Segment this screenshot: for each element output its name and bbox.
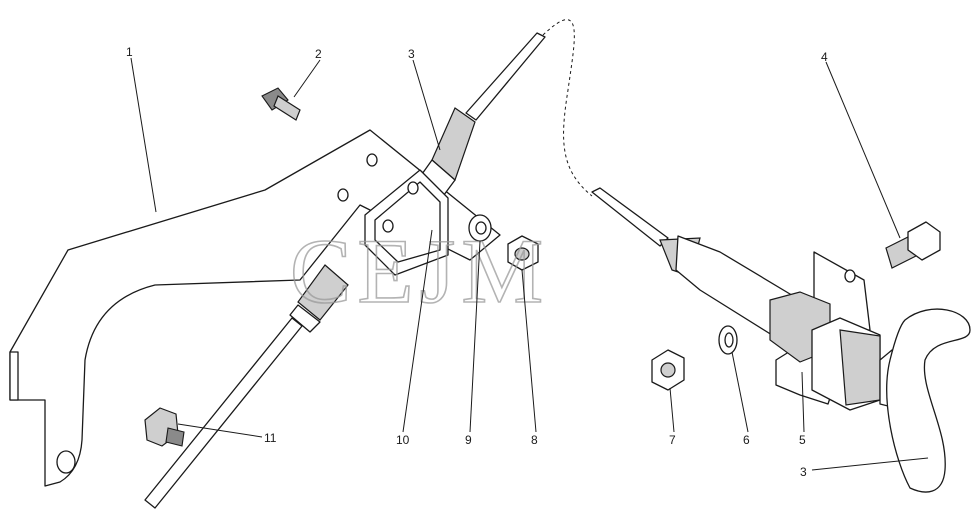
clamp-hole bbox=[407, 181, 419, 195]
callout-7: 7 bbox=[669, 433, 676, 447]
bolt-2 bbox=[261, 87, 301, 121]
cable-handle-assembly bbox=[591, 187, 971, 493]
callout-3-lower: 3 bbox=[800, 465, 807, 479]
callout-4: 4 bbox=[821, 50, 828, 64]
nut-7 bbox=[651, 349, 685, 391]
nut-8 bbox=[507, 235, 539, 271]
callout-6: 6 bbox=[743, 433, 750, 447]
clamp-hole bbox=[382, 219, 394, 233]
callout-8: 8 bbox=[531, 433, 538, 447]
callout-10: 10 bbox=[396, 433, 410, 447]
callout-labels: 1 2 3 4 10 9 8 11 7 6 5 3 bbox=[126, 45, 828, 479]
lock-washer-9 bbox=[468, 214, 492, 242]
lock-washer-6 bbox=[718, 325, 738, 355]
control-cable-lower bbox=[144, 264, 349, 509]
bracket-hole bbox=[366, 153, 378, 167]
callout-3-upper: 3 bbox=[408, 47, 415, 61]
leader-lines bbox=[130, 57, 929, 471]
callout-9: 9 bbox=[465, 433, 472, 447]
bolt-4 bbox=[885, 221, 941, 269]
callout-1: 1 bbox=[126, 45, 133, 59]
handle-lever bbox=[886, 308, 971, 493]
mounting-bracket bbox=[9, 129, 501, 487]
callout-2: 2 bbox=[315, 47, 322, 61]
watermark: СЕЈМ bbox=[290, 220, 549, 322]
bolt-11 bbox=[144, 407, 185, 447]
callout-11: 11 bbox=[264, 431, 277, 445]
callout-5: 5 bbox=[799, 433, 806, 447]
bracket-hole bbox=[56, 450, 76, 474]
bracket-hole bbox=[337, 188, 349, 202]
cable-clamp bbox=[364, 169, 449, 276]
